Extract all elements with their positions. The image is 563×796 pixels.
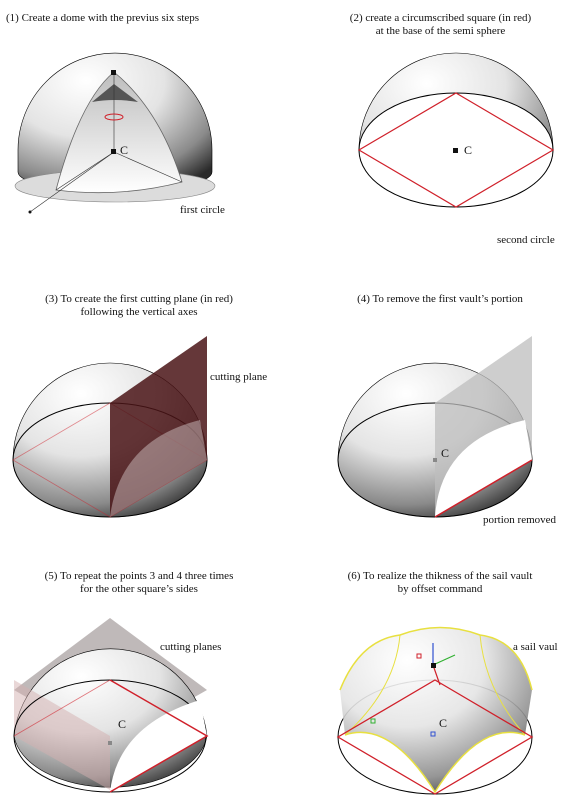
center-label-4: C: [441, 446, 450, 460]
dome-diagram-4: [337, 336, 533, 518]
caption-3-line-1: (3) To create the first cutting plane (i…: [45, 293, 233, 305]
note-label-4: portion removed: [483, 514, 557, 526]
caption-1: (1) Create a dome with the previus six s…: [6, 12, 256, 25]
caption-3: (3) To create the first cutting plane (i…: [14, 293, 264, 319]
caption-5-line-1: (5) To repeat the points 3 and 4 three t…: [44, 570, 234, 582]
caption-1-line-1: (1) Create a dome with the previus six s…: [6, 12, 200, 24]
center-label-2: C: [464, 143, 473, 157]
caption-3-line-2: following the vertical axes: [80, 306, 198, 318]
caption-6: (6) To realize the thikness of the sail …: [320, 570, 560, 596]
dome-diagram-2: [357, 52, 555, 208]
dome-diagram-5: [13, 618, 209, 793]
caption-6-line-2: by offset command: [397, 583, 483, 595]
note-label-6: a sail vaul: [513, 641, 558, 653]
caption-2-line-2: at the base of the semi sphere: [375, 25, 506, 37]
caption-2-line-1: (2) create a circumscribed square (in re…: [349, 12, 532, 24]
note-label-3: cutting plane: [210, 371, 268, 383]
center-label-6: C: [439, 716, 448, 730]
caption-5: (5) To repeat the points 3 and 4 three t…: [14, 570, 264, 596]
note-label-1: first circle: [180, 204, 225, 216]
note-label-5: cutting planes: [160, 641, 222, 653]
caption-4: (4) To remove the first vault’s portion: [320, 293, 560, 306]
center-label-1: C: [120, 143, 129, 157]
caption-4-line-1: (4) To remove the first vault’s portion: [357, 293, 523, 305]
caption-6-line-1: (6) To realize the thikness of the sail …: [347, 570, 533, 582]
caption-5-line-2: for the other square’s sides: [80, 583, 198, 595]
dome-diagram-3: [12, 336, 208, 518]
caption-2: (2) create a circumscribed square (in re…: [318, 12, 563, 38]
center-label-5: C: [118, 717, 127, 731]
dome-diagram-1: [14, 52, 216, 214]
note-label-2: second circle: [497, 234, 555, 246]
